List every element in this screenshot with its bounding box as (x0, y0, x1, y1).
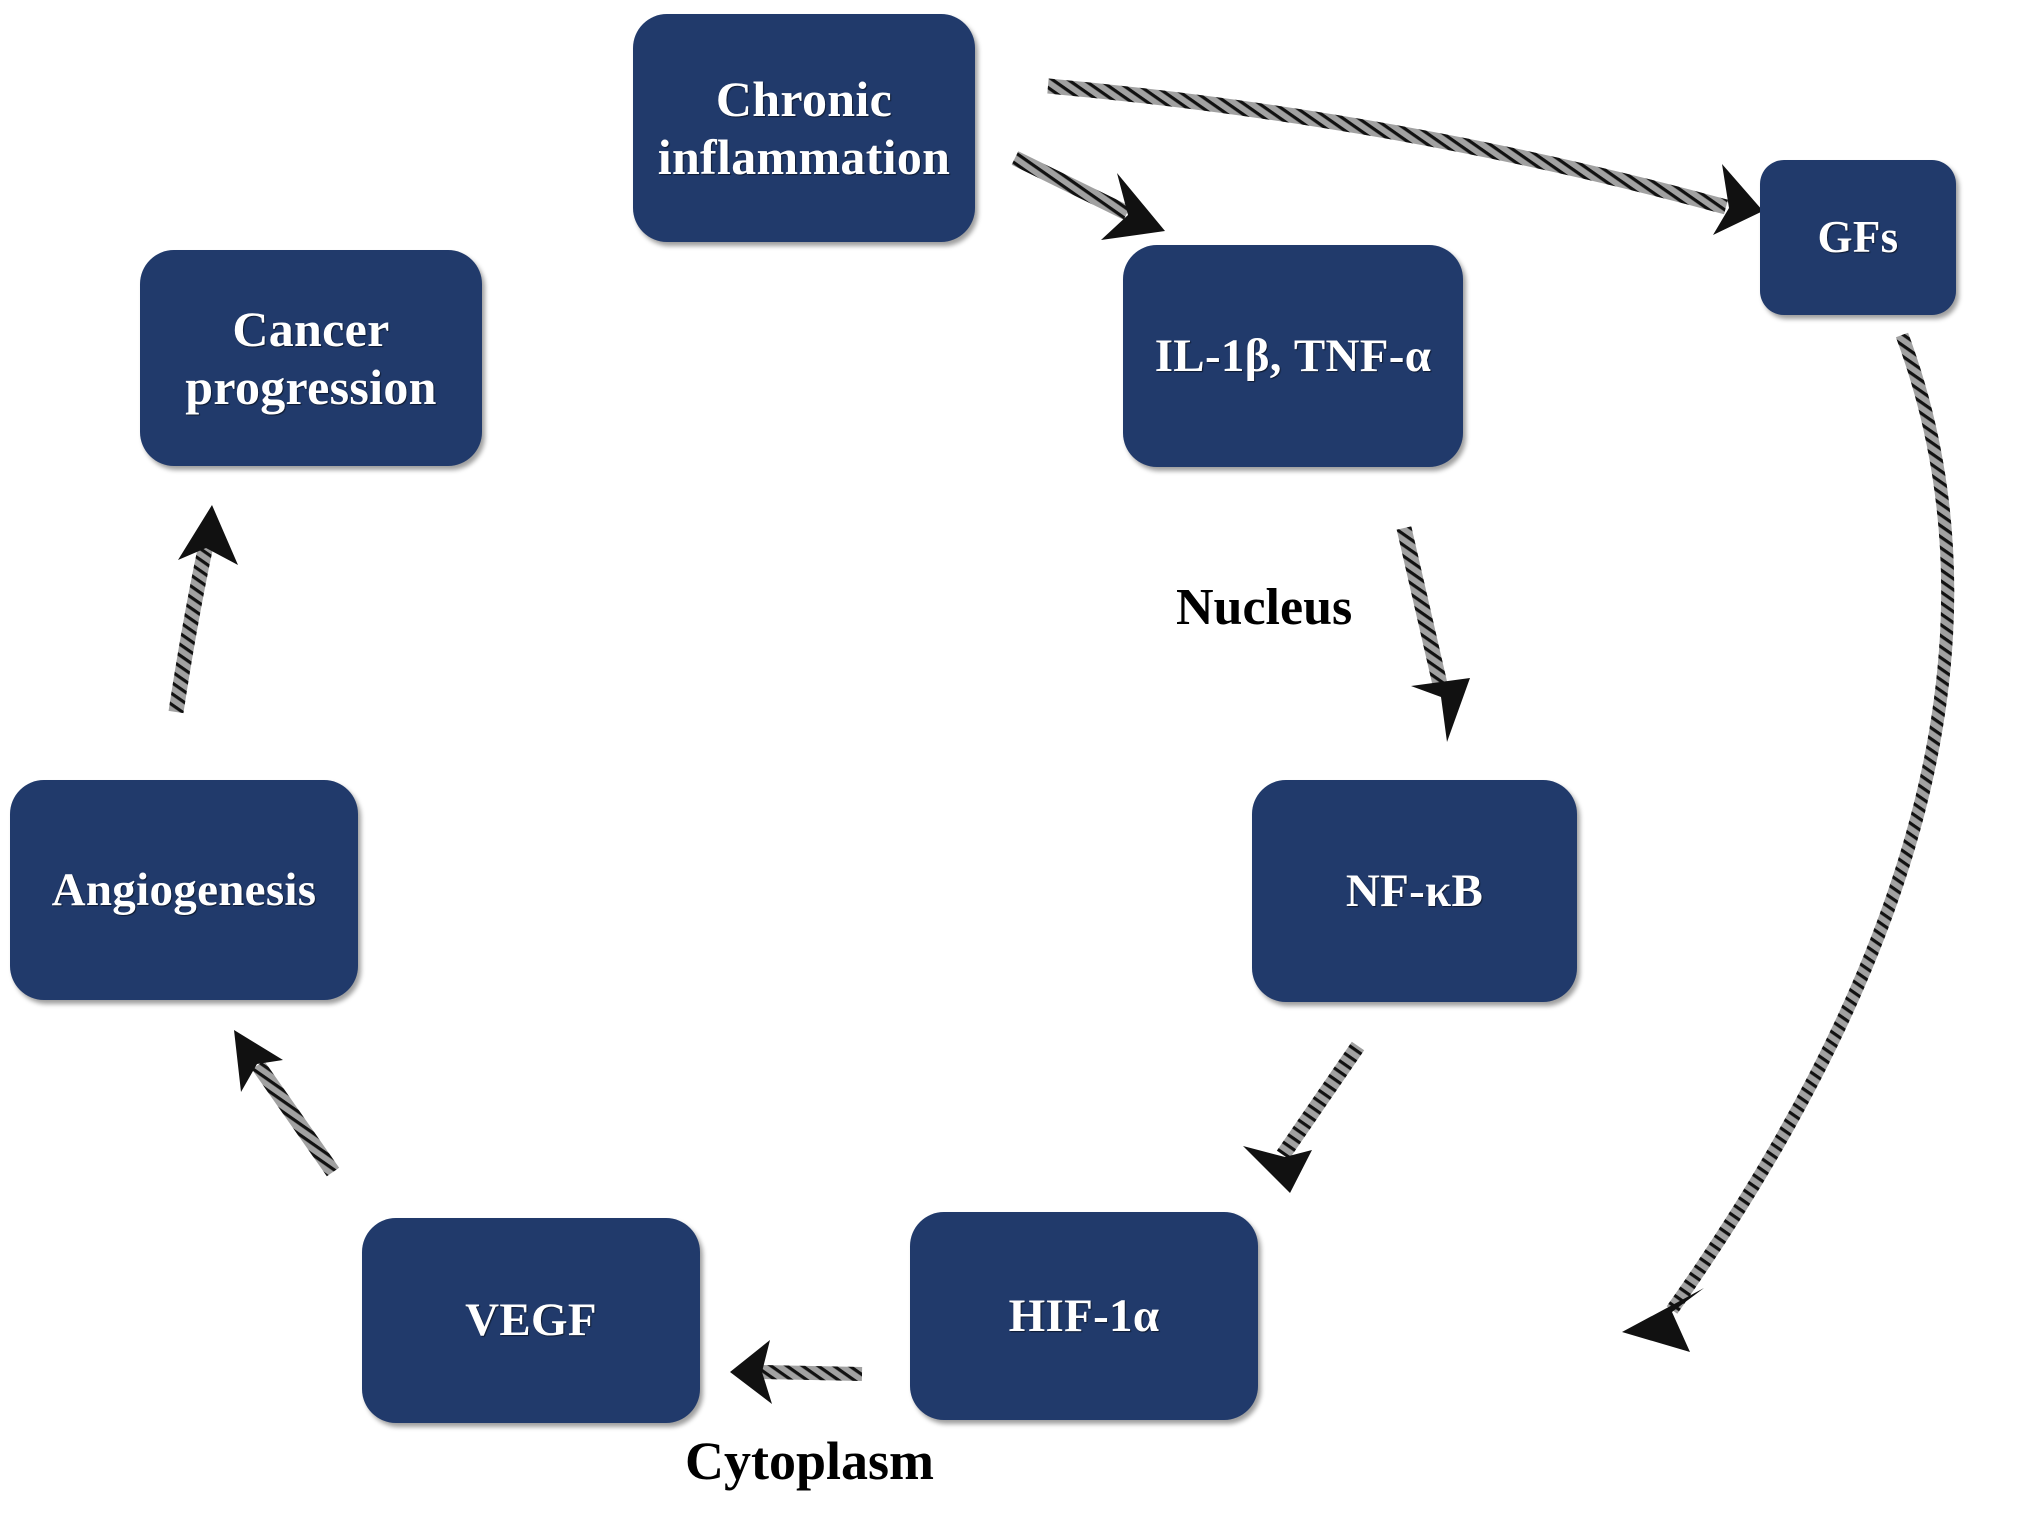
compartment-label-cytoplasm: Cytoplasm (685, 1431, 935, 1491)
node-label-line-2: progression (185, 359, 437, 415)
edge-gfs-to-hif-1a (1622, 332, 1955, 1352)
edge-angiogenesis-to-cancer-progression (168, 505, 238, 714)
edge-nf-kb-to-hif-1a (1243, 1041, 1365, 1193)
node-gfs[interactable]: GFs (1760, 160, 1956, 315)
node-il1b-tnfa[interactable]: IL-1β, TNF-α (1123, 245, 1463, 467)
node-label-hif-1a: HIF-1α (1008, 1289, 1160, 1342)
node-nf-kb[interactable]: NF-κB (1252, 780, 1577, 1002)
node-label-angiogenesis: Angiogenesis (51, 863, 317, 916)
compartment-label-nucleus: Nucleus (1176, 579, 1353, 636)
node-label-gfs: GFs (1817, 212, 1899, 263)
edge-il1b-tnfa-to-nf-kb (1396, 526, 1470, 742)
edge-chronic-inflammation-to-gfs (1047, 78, 1763, 235)
node-label-line-2: inflammation (657, 129, 951, 185)
node-label-vegf: VEGF (465, 1294, 597, 1347)
node-label-line-1: Chronic (715, 71, 893, 127)
node-label-chronic-inflammation: Chronic inflammation (658, 70, 951, 186)
node-label-nf-kb: NF-κB (1345, 864, 1484, 917)
node-cancer-progression[interactable]: Cancer progression (140, 250, 482, 466)
edge-hif-1a-to-vegf (730, 1340, 863, 1404)
node-label-cancer-progression: Cancer progression (185, 300, 437, 416)
edge-chronic-inflammation-to-il1b-tnfa (1011, 151, 1165, 240)
node-angiogenesis[interactable]: Angiogenesis (10, 780, 358, 1000)
node-vegf[interactable]: VEGF (362, 1218, 700, 1423)
node-label-il1b-tnfa: IL-1β, TNF-α (1154, 329, 1432, 382)
node-chronic-inflammation[interactable]: Chronic inflammation (633, 14, 975, 242)
edge-vegf-to-angiogenesis (234, 1030, 340, 1177)
node-hif-1a[interactable]: HIF-1α (910, 1212, 1258, 1420)
node-label-line-1: Cancer (232, 301, 390, 357)
